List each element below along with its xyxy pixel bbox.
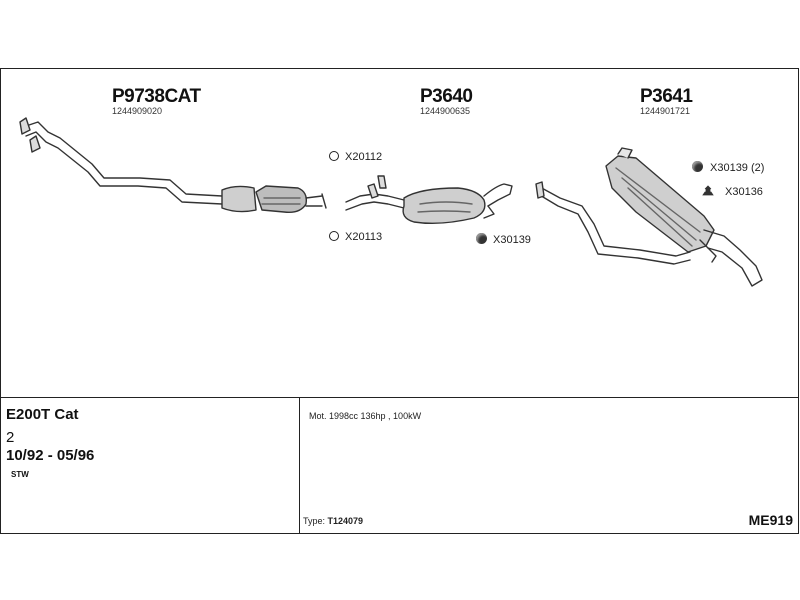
ring-clamp-icon <box>329 151 339 161</box>
part-number-rear: P3641 <box>640 86 693 107</box>
part-number-middle: P3640 <box>420 86 473 107</box>
diagram-code: ME919 <box>748 512 793 528</box>
engine-spec: Mot. 1998cc 136hp , 100kW <box>309 411 422 421</box>
type-value: T124079 <box>327 516 364 526</box>
oe-number-middle: 1244900635 <box>420 106 471 116</box>
fitting-label-x30136: X30136 <box>725 186 763 198</box>
front-pipe-drawing <box>19 117 327 214</box>
rear-pipe-drawing <box>535 147 763 287</box>
part-number-front: P9738CAT <box>112 86 201 107</box>
type-label: Type: <box>303 516 326 526</box>
vehicle-model: E200T Cat <box>6 406 79 423</box>
oe-number-rear: 1244901721 <box>640 106 691 116</box>
ring-clamp-icon <box>329 231 339 241</box>
info-divider-horizontal <box>0 397 799 398</box>
rubber-mount-icon <box>692 161 703 172</box>
fitting-label-x30139: X30139 <box>493 234 531 246</box>
type-line: Type: T124079 <box>303 516 363 526</box>
oe-number-front: 1244909020 <box>112 106 163 116</box>
diagram-frame <box>0 68 799 534</box>
middle-pipe-drawing <box>345 175 513 225</box>
rubber-mount-icon <box>476 233 487 244</box>
vehicle-body: STW <box>11 470 29 479</box>
vehicle-doors: 2 <box>6 429 15 446</box>
fitting-label-x30139-2: X30139 (2) <box>710 162 765 174</box>
vehicle-years: 10/92 - 05/96 <box>6 447 95 464</box>
fitting-label-x20113: X20113 <box>345 231 383 243</box>
info-divider-vertical <box>299 397 300 533</box>
hanger-bracket-icon <box>702 185 714 196</box>
fitting-label-x20112: X20112 <box>345 151 383 163</box>
